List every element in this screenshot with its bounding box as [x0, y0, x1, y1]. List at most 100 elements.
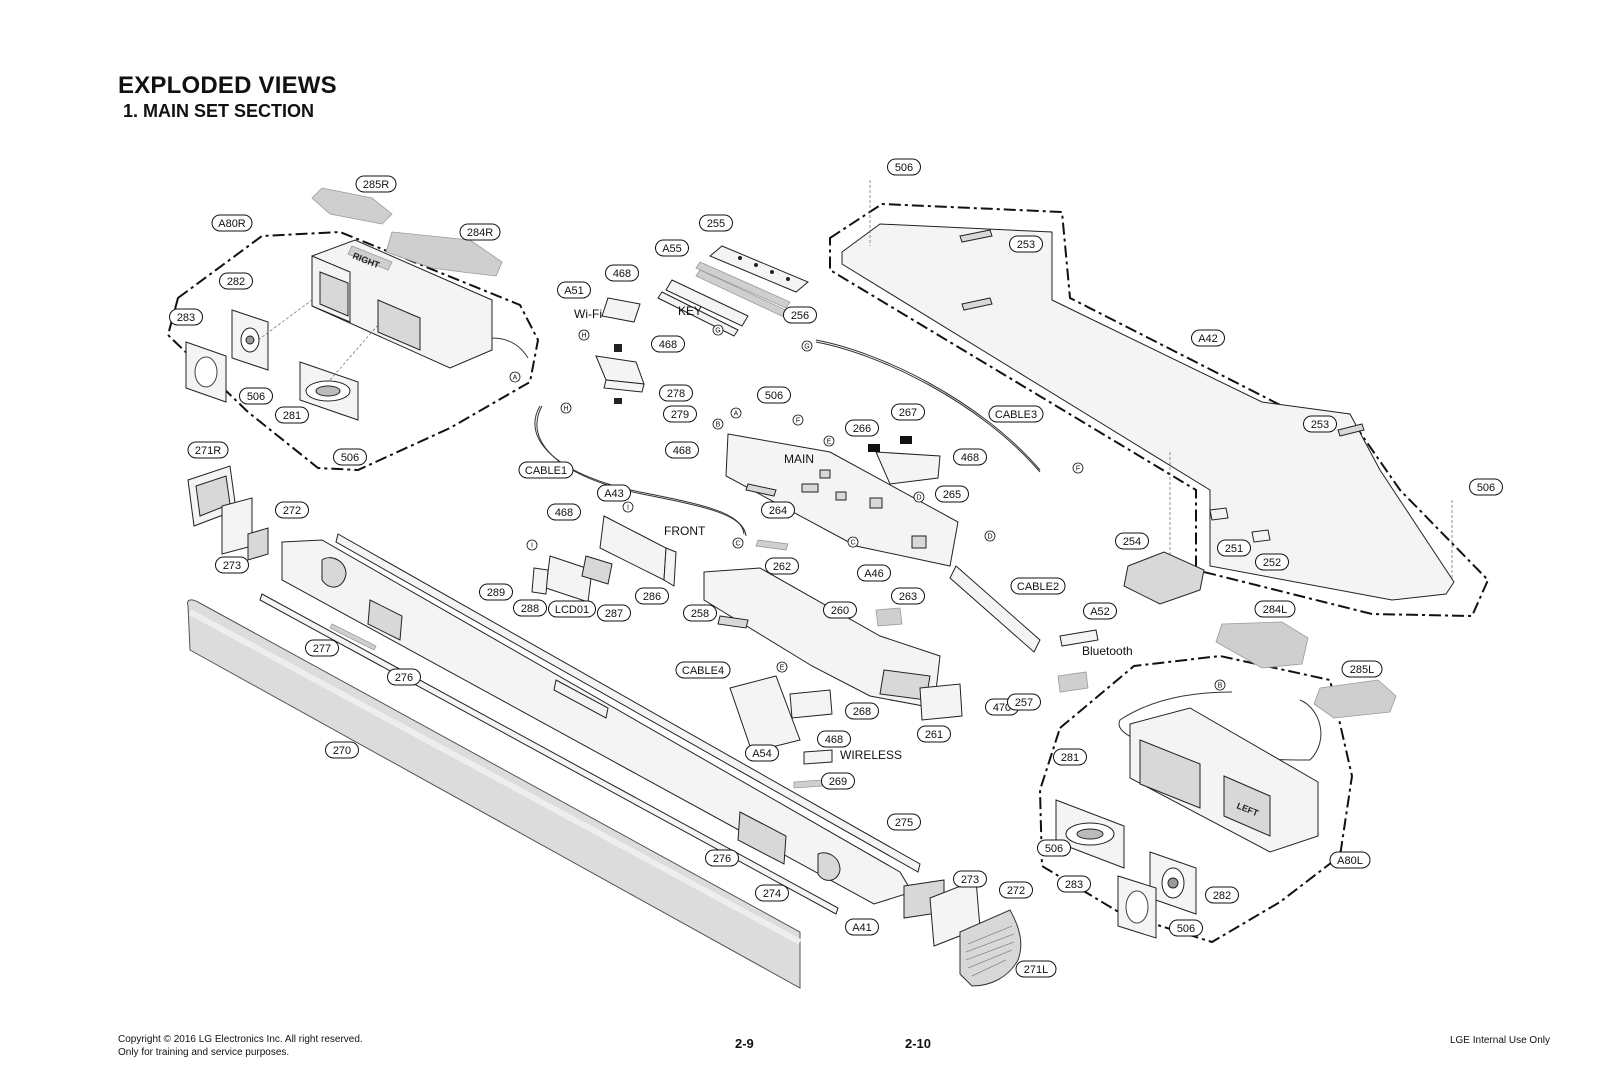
- wifi-module: [601, 297, 641, 323]
- page-title: EXPLODED VIEWS: [118, 72, 337, 99]
- part-callout: 272: [275, 501, 309, 519]
- part-callout: 282: [219, 272, 253, 290]
- part-callout: 272: [999, 881, 1033, 899]
- part-callout: A55: [655, 239, 689, 257]
- connector-marker-letter: I: [627, 505, 629, 512]
- part-callout: 468: [547, 503, 581, 521]
- module-tag: Bluetooth: [1082, 644, 1133, 658]
- part-callout: 289: [479, 583, 513, 601]
- part-callout: 255: [699, 214, 733, 232]
- connector-marker-letter: D: [916, 495, 921, 502]
- connector-marker: E: [776, 661, 788, 673]
- part-callout: 265: [935, 485, 969, 503]
- part-callout-text: 277: [313, 643, 331, 655]
- part-callout-text: 506: [1045, 843, 1063, 855]
- part-callout-text: 274: [763, 888, 781, 900]
- part-callout: A41: [845, 918, 879, 936]
- part-callout: 273: [215, 556, 249, 574]
- connector-marker: H: [578, 329, 590, 341]
- part-callout-text: 282: [1213, 890, 1231, 902]
- connector-marker: I: [622, 501, 634, 513]
- part-callout: 271L: [1015, 960, 1057, 978]
- part-callout-text: 468: [825, 734, 843, 746]
- connector-marker: D: [913, 491, 925, 503]
- part-callout: 282: [1205, 886, 1239, 904]
- part-callout-text: 285L: [1350, 664, 1374, 676]
- left-speaker-assembly: LEFT: [1038, 654, 1354, 944]
- part-callout-text: 272: [283, 505, 301, 517]
- part-callout-text: 261: [925, 729, 943, 741]
- part-callout-text: 253: [1017, 239, 1035, 251]
- part-callout-text: 262: [773, 561, 791, 573]
- part-callout: 468: [605, 264, 639, 282]
- part-callout: 468: [817, 730, 851, 748]
- part-callout-text: A52: [1090, 606, 1110, 618]
- part-callout: 281: [275, 406, 309, 424]
- part-callout: CABLE4: [675, 661, 731, 679]
- part-callout: 252: [1255, 553, 1289, 571]
- part-callout: 468: [665, 441, 699, 459]
- part-callout-text: A41: [852, 922, 872, 934]
- part-callout: 287: [597, 604, 631, 622]
- part-callout: 276: [387, 668, 421, 686]
- part-callout: 254: [1115, 532, 1149, 550]
- part-callout-text: LCD01: [555, 604, 589, 616]
- part-callout: 266: [845, 419, 879, 437]
- part-callout-text: CABLE4: [682, 665, 724, 677]
- part-callout-text: 506: [1477, 482, 1495, 494]
- part-callout-text: 288: [521, 603, 539, 615]
- part-callout-text: 284L: [1263, 604, 1287, 616]
- part-callout-text: 470: [993, 702, 1011, 714]
- part-callout-text: 506: [895, 162, 913, 174]
- right-speaker-assembly: RIGHT: [166, 230, 540, 472]
- part-callout-text: 269: [829, 776, 847, 788]
- connector-marker-letter: C: [735, 541, 740, 548]
- connector-marker: C: [732, 537, 744, 549]
- part-callout-text: 256: [791, 310, 809, 322]
- connector-marker: A: [730, 407, 742, 419]
- connector-marker-letter: F: [1076, 466, 1080, 473]
- part-callout-text: A54: [752, 748, 772, 760]
- part-callout-text: 268: [853, 706, 871, 718]
- connector-marker-letter: F: [796, 418, 800, 425]
- connector-marker-letter: H: [563, 406, 568, 413]
- part-callout-text: 273: [961, 874, 979, 886]
- top-cabinet: [829, 180, 1490, 618]
- part-callout: 283: [169, 308, 203, 326]
- part-callout: 506: [239, 387, 273, 405]
- page-number-right: 2-10: [905, 1036, 932, 1051]
- connector-marker-letter: D: [987, 534, 992, 541]
- main-pcb: [725, 433, 959, 567]
- part-callout-text: 270: [333, 745, 351, 757]
- part-callout-text: 254: [1123, 536, 1141, 548]
- part-callout: 283: [1057, 875, 1091, 893]
- part-callout: A80L: [1329, 851, 1371, 869]
- part-callout-text: 281: [1061, 752, 1079, 764]
- part-callout-text: A43: [604, 488, 624, 500]
- connector-marker: B: [712, 418, 724, 430]
- part-callout-text: 506: [1177, 923, 1195, 935]
- front-pcb: [531, 515, 677, 603]
- connector-marker-letter: A: [734, 411, 739, 418]
- part-callout: 271R: [187, 441, 229, 459]
- part-callout-text: 283: [1065, 879, 1083, 891]
- part-callout: 281: [1053, 748, 1087, 766]
- part-callout: 262: [765, 557, 799, 575]
- section-title: 1. MAIN SET SECTION: [123, 101, 315, 121]
- part-callout: 268: [845, 702, 879, 720]
- part-callout-text: 289: [487, 587, 505, 599]
- part-callout: 277: [305, 639, 339, 657]
- part-callout-text: 468: [555, 507, 573, 519]
- part-callout: 260: [823, 601, 857, 619]
- part-callout-text: 468: [659, 339, 677, 351]
- part-callout-text: 255: [707, 218, 725, 230]
- part-callout-text: 252: [1263, 557, 1281, 569]
- part-callout: 274: [755, 884, 789, 902]
- part-callout: 285L: [1341, 660, 1383, 678]
- part-callout-text: CABLE1: [525, 465, 567, 477]
- part-callout-text: 253: [1311, 419, 1329, 431]
- training-note: Only for training and service purposes.: [118, 1047, 290, 1058]
- part-callout-text: 267: [899, 407, 917, 419]
- part-callout-text: A80L: [1337, 855, 1363, 867]
